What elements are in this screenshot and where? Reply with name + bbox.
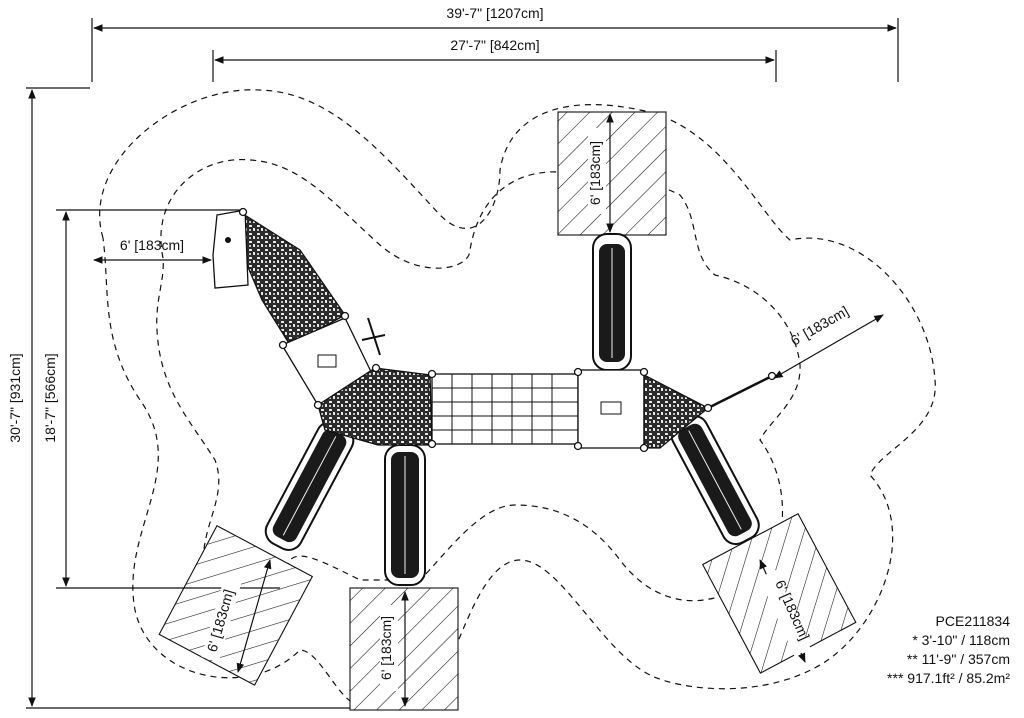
- dimension-clearance-left: 6' [183cm]: [93, 237, 212, 264]
- use-zone-outer-boundary: [99, 89, 936, 706]
- structure-depth-label: 18'-7" [566cm]: [42, 353, 58, 442]
- spec-legend: PCE211834 * 3'-10" / 118cm ** 11'-9" / 3…: [887, 612, 1010, 688]
- dimension-structure-width: 27'-7" [842cm]: [212, 37, 777, 82]
- rear-textured-deck: [643, 373, 710, 449]
- model-number: PCE211834: [935, 613, 1010, 629]
- legend-line-3: *** 917.1ft² / 85.2m²: [887, 670, 1010, 686]
- legend-line-1: * 3'-10" / 118cm: [912, 632, 1010, 648]
- dimension-slide-top: 6' [183cm]: [587, 113, 614, 233]
- structure-width-label: 27'-7" [842cm]: [450, 37, 539, 53]
- dimension-clearance-right: 6' [183cm]: [773, 303, 884, 379]
- slide-top: [592, 233, 632, 371]
- slide-bottom-center-label: 6' [183cm]: [378, 616, 394, 680]
- head-panel: [212, 209, 249, 289]
- slide-bottom-center: [384, 444, 426, 586]
- overall-depth-label: 30'-7" [931cm]: [7, 353, 23, 442]
- slide-exit-zone-top: [557, 111, 667, 236]
- clearance-right-label: 6' [183cm]: [788, 303, 852, 349]
- dimension-overall-width: 39'-7" [1207cm]: [91, 5, 899, 82]
- slide-exit-zone-bottom-left: [158, 525, 314, 686]
- legend-line-2: ** 11'-9" / 357cm: [906, 651, 1010, 667]
- play-structure: [212, 207, 777, 453]
- overall-width-label: 39'-7" [1207cm]: [446, 5, 543, 21]
- slide-bottom-left: [264, 420, 355, 551]
- slide-top-label: 6' [183cm]: [587, 141, 603, 205]
- dimension-overall-depth: 30'-7" [931cm]: [7, 87, 350, 709]
- net-bridge: [431, 373, 579, 445]
- clearance-left-label: 6' [183cm]: [120, 237, 184, 253]
- slide-exit-zone-bottom-center: [349, 587, 459, 711]
- slide-bottom-right: [670, 414, 760, 546]
- dimension-slide-bottom-center: 6' [183cm]: [378, 591, 409, 707]
